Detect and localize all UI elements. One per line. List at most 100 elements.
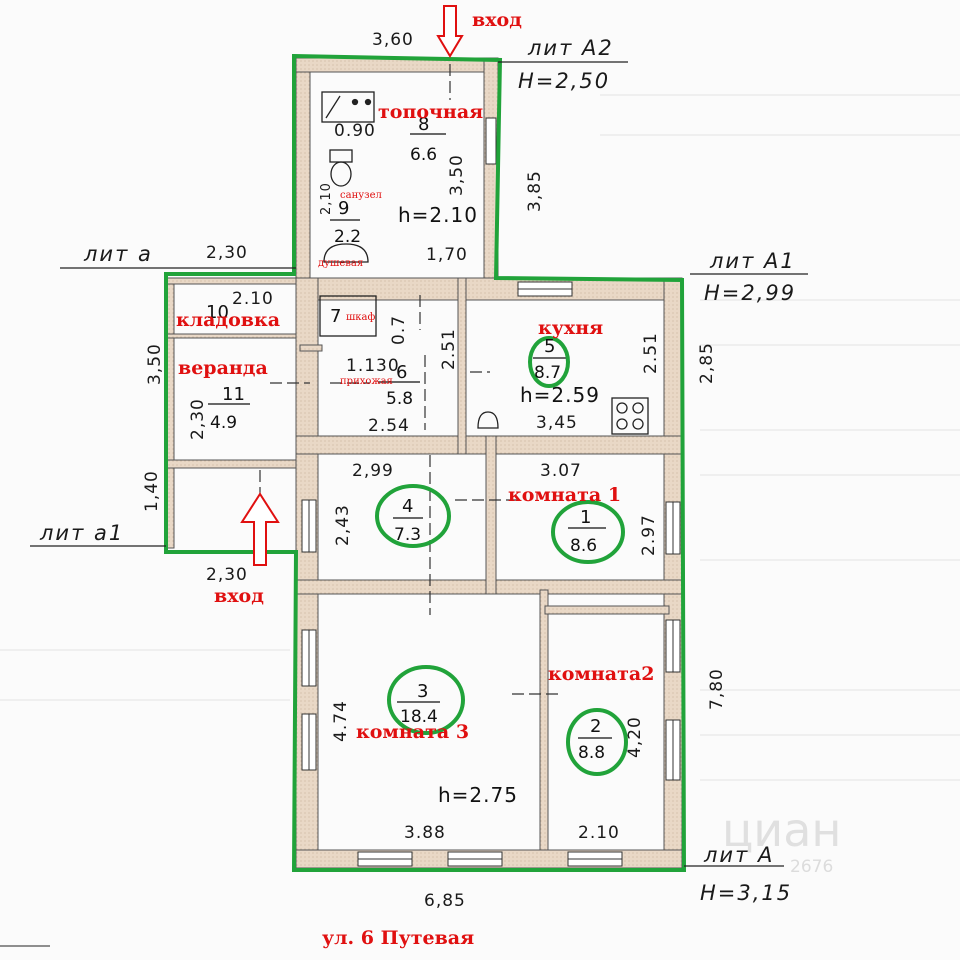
label-wardrobe: шкаф	[346, 312, 376, 323]
room-3-number: 3	[417, 681, 428, 702]
dim-r1-h: 2.97	[639, 514, 659, 556]
liter-a2-height: H=2,50	[518, 69, 610, 93]
room-8-area: 6.6	[410, 145, 437, 165]
watermark-logo: циан	[722, 803, 841, 857]
shower-icon	[323, 243, 369, 263]
entrance-arrow-down-icon	[436, 5, 464, 58]
height-a2: h=2.10	[398, 203, 478, 227]
dim-veranda-h: 3,50	[145, 343, 165, 385]
liter-main-height: H=3,15	[700, 881, 792, 905]
dim-hall-w: 2.54	[368, 416, 410, 436]
room-number-lines	[208, 133, 612, 739]
liter-a2: лит A2	[527, 36, 614, 60]
apartment-outline	[164, 53, 687, 872]
label-room-1: комната 1	[508, 484, 621, 506]
dim-r4-w: 2,99	[352, 461, 394, 481]
room-9-number: 9	[338, 198, 349, 219]
dim-r1-w: 3.07	[540, 461, 582, 481]
sink-icon	[477, 411, 499, 429]
dim-total-w: 6,85	[424, 891, 466, 911]
watermark-id: 2676	[790, 857, 833, 877]
dim-hall-a: 0.7	[389, 315, 409, 345]
toilet-tank-icon	[329, 149, 353, 163]
room-numbers: 4 7.3 1 8.6 3 18.4 2 8.8 5 8.7 6 5.8 7 8…	[206, 114, 605, 763]
label-veranda: веранда	[178, 357, 268, 379]
dim-bath-w: 0.90	[334, 121, 376, 141]
room-4-area: 7.3	[394, 525, 421, 545]
room-circles	[375, 336, 628, 776]
room-4-number: 4	[402, 496, 413, 517]
dim-a2-inner: 3,50	[447, 154, 467, 196]
dim-a1-bottom: 2,30	[206, 565, 248, 585]
label-kitchen: кухня	[538, 317, 603, 339]
room-6-number: 6	[396, 362, 407, 383]
dim-r4-h: 2,43	[333, 504, 353, 546]
liter-texts: лит A2 H=2,50 лит a лит A1 H=2,99 лит a1…	[39, 36, 796, 905]
dim-hall-h: 2.51	[439, 328, 459, 370]
label-boiler-room: топочная	[378, 101, 483, 123]
room-11-number: 11	[222, 384, 245, 405]
dim-bath-h: 2,10	[319, 182, 334, 215]
label-storage: кладовка	[176, 309, 280, 331]
entrance-top: вход	[436, 5, 522, 58]
label-room-3: комната 3	[356, 721, 469, 743]
room-10-number: 10	[206, 302, 229, 323]
dim-a2-right: 3,85	[525, 170, 545, 212]
dimension-labels: 3,60 3,85 3,50 0.90 2,10 1,70 2,30 2.10 …	[142, 30, 727, 911]
height-main: h=2.75	[438, 783, 518, 807]
label-bathroom: санузел	[340, 190, 382, 201]
cabinet-icon	[319, 295, 377, 337]
room-11-area: 4.9	[210, 413, 237, 433]
room-8-number: 8	[418, 114, 429, 135]
dim-a1-porch: 1,40	[142, 470, 162, 512]
walls	[165, 57, 683, 869]
dim-r3-w: 3.88	[404, 823, 446, 843]
entrance-arrow-up-icon	[240, 492, 280, 566]
dim-hall-b: 1.130	[346, 356, 400, 376]
room-2-area: 8.8	[578, 743, 605, 763]
toilet-icon	[330, 161, 352, 187]
liter-a1: лит A1	[709, 249, 796, 273]
room-5-number: 5	[544, 336, 555, 357]
fixtures	[319, 91, 649, 435]
dim-r2-w: 2.10	[578, 823, 620, 843]
room-5-area: 8.7	[534, 363, 561, 383]
label-hallway: прихожая	[340, 376, 393, 387]
height-kitchen: h=2.59	[520, 383, 600, 407]
liter-small-a1: лит a1	[39, 521, 124, 545]
dim-kitchen-h: 2.51	[641, 332, 661, 374]
liter-main: лит A	[703, 843, 774, 867]
stove-icon	[321, 91, 375, 123]
room-3-area: 18.4	[400, 707, 438, 727]
label-room-2: комната2	[548, 663, 654, 685]
dim-top-width: 3,60	[372, 30, 414, 50]
entrance-top-label: вход	[472, 9, 522, 31]
dim-r2-h: 4,20	[625, 716, 645, 758]
dim-a2-bottom: 1,70	[426, 245, 468, 265]
street-name: ул. 6 Путевая	[322, 927, 474, 949]
background-grid	[0, 94, 960, 781]
dim-veranda-in: 2,30	[188, 398, 208, 440]
room-2-number: 2	[590, 716, 601, 737]
liter-labels	[30, 61, 808, 867]
room-names: топочная санузел душевая кладовка шкаф в…	[176, 101, 654, 743]
watermark: циан 2676	[722, 803, 841, 877]
dim-a1-side: 2,85	[697, 342, 717, 384]
dim-r3-h: 4.74	[331, 700, 351, 742]
liter-a1-height: H=2,99	[704, 281, 796, 305]
room-6-area: 5.8	[386, 389, 413, 409]
room-9-area: 2.2	[334, 227, 361, 247]
label-shower: душевая	[318, 258, 363, 269]
room-1-number: 1	[580, 507, 591, 528]
dim-kitchen-w: 3,45	[536, 413, 578, 433]
dim-lit-a-top: 2,30	[206, 243, 248, 263]
cooktop-icon	[611, 397, 649, 435]
ceiling-heights: h=2.10 h=2.59 h=2.75	[398, 203, 600, 807]
entrance-bottom: вход	[214, 492, 280, 607]
windows	[301, 117, 681, 867]
room-7-number: 7	[330, 306, 341, 327]
room-1-area: 8.6	[570, 536, 597, 556]
liter-a: лит a	[83, 242, 153, 266]
dim-total-h: 7,80	[707, 668, 727, 710]
